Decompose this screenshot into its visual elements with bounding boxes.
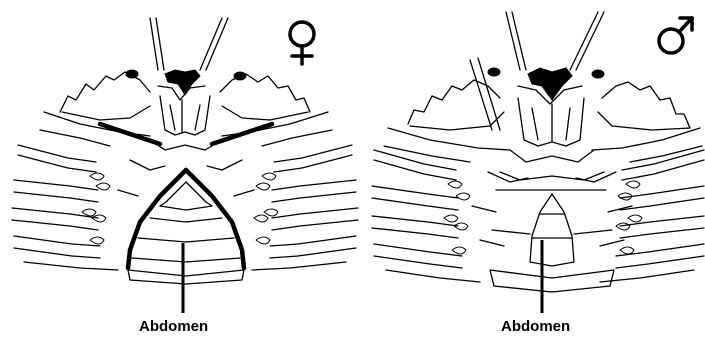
female-abdomen-label: Abdomen (139, 318, 208, 335)
male-abdomen-label: Abdomen (501, 318, 570, 335)
female-symbol-icon (290, 22, 314, 64)
female-crab-illustration (12, 18, 358, 284)
male-crab-illustration (372, 12, 704, 292)
male-symbol-icon (659, 18, 692, 53)
